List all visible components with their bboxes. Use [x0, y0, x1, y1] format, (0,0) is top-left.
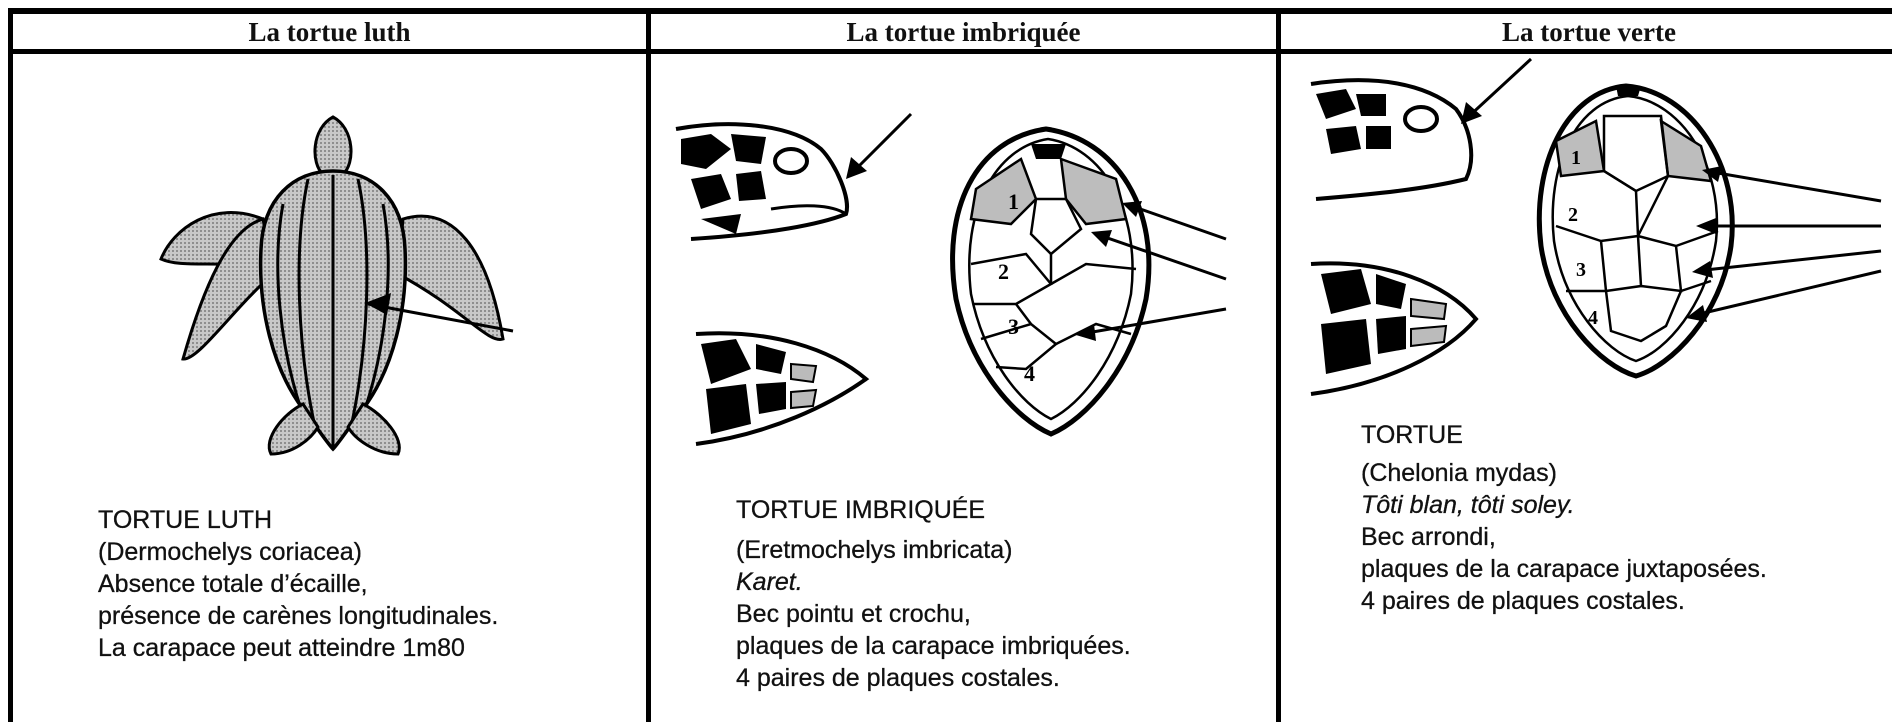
caption-title: TORTUE LUTH	[98, 504, 498, 536]
caption-title: TORTUE IMBRIQUÉE	[736, 494, 1131, 526]
green-turtle-head-side-illustration	[1306, 54, 1556, 214]
column-cell: TORTUE LUTH (Dermochelys coriacea) Absen…	[13, 54, 646, 722]
plate-number: 2	[998, 259, 1009, 284]
caption-species: (Eretmochelys imbricata)	[736, 534, 1131, 566]
caption-line: plaques de la carapace juxtaposées.	[1361, 553, 1767, 585]
hawksbill-head-top-illustration	[691, 324, 891, 464]
caption-line: La carapace peut atteindre 1m80	[98, 632, 498, 664]
caption-line: Bec pointu et crochu,	[736, 598, 1131, 630]
column-hawksbill: La tortue imbriquée	[651, 14, 1281, 722]
column-header: La tortue imbriquée	[651, 14, 1276, 54]
caption-line: Absence totale d’écaille,	[98, 568, 498, 600]
hawksbill-caption: TORTUE IMBRIQUÉE (Eretmochelys imbricata…	[736, 494, 1131, 694]
plate-number: 4	[1024, 361, 1035, 386]
plate-number: 1	[1008, 189, 1019, 214]
caption-local-name: Karet.	[736, 566, 1131, 598]
column-leatherback: La tortue luth	[13, 14, 651, 722]
column-header: La tortue verte	[1281, 14, 1892, 54]
turtle-comparison-table: La tortue luth	[8, 8, 1892, 722]
column-header: La tortue luth	[13, 14, 646, 54]
caption-title: TORTUE	[1361, 419, 1767, 451]
plate-number: 2	[1568, 204, 1578, 226]
plate-number: 1	[1571, 147, 1581, 169]
caption-species: (Dermochelys coriacea)	[98, 536, 498, 568]
caption-local-name: Tôti blan, tôti soley.	[1361, 489, 1767, 521]
column-cell: 1 2 3 4 TORTUE IMBRIQUÉE (Eretmochelys i…	[651, 54, 1276, 722]
caption-line: 4 paires de plaques costales.	[736, 662, 1131, 694]
caption-line: Bec arrondi,	[1361, 521, 1767, 553]
leatherback-caption: TORTUE LUTH (Dermochelys coriacea) Absen…	[98, 504, 498, 664]
column-green-turtle: La tortue verte	[1281, 14, 1892, 722]
green-turtle-head-top-illustration	[1306, 254, 1506, 404]
plate-number: 3	[1576, 259, 1586, 281]
plate-number: 3	[1008, 314, 1019, 339]
hawksbill-head-side-illustration	[671, 109, 921, 259]
column-cell: 1 2 3 4 TORTUE (Chelonia mydas) Tôti bla…	[1281, 54, 1892, 722]
caption-line: plaques de la carapace imbriquées.	[736, 630, 1131, 662]
hawksbill-carapace-illustration: 1 2 3 4	[936, 109, 1256, 449]
caption-line: 4 paires de plaques costales.	[1361, 585, 1767, 617]
green-turtle-carapace-illustration: 1 2 3 4	[1526, 76, 1886, 406]
green-turtle-caption: TORTUE (Chelonia mydas) Tôti blan, tôti …	[1361, 419, 1767, 617]
caption-species: (Chelonia mydas)	[1361, 457, 1767, 489]
plate-number: 4	[1588, 307, 1598, 329]
leatherback-illustration	[143, 109, 563, 469]
caption-line: présence de carènes longitudinales.	[98, 600, 498, 632]
